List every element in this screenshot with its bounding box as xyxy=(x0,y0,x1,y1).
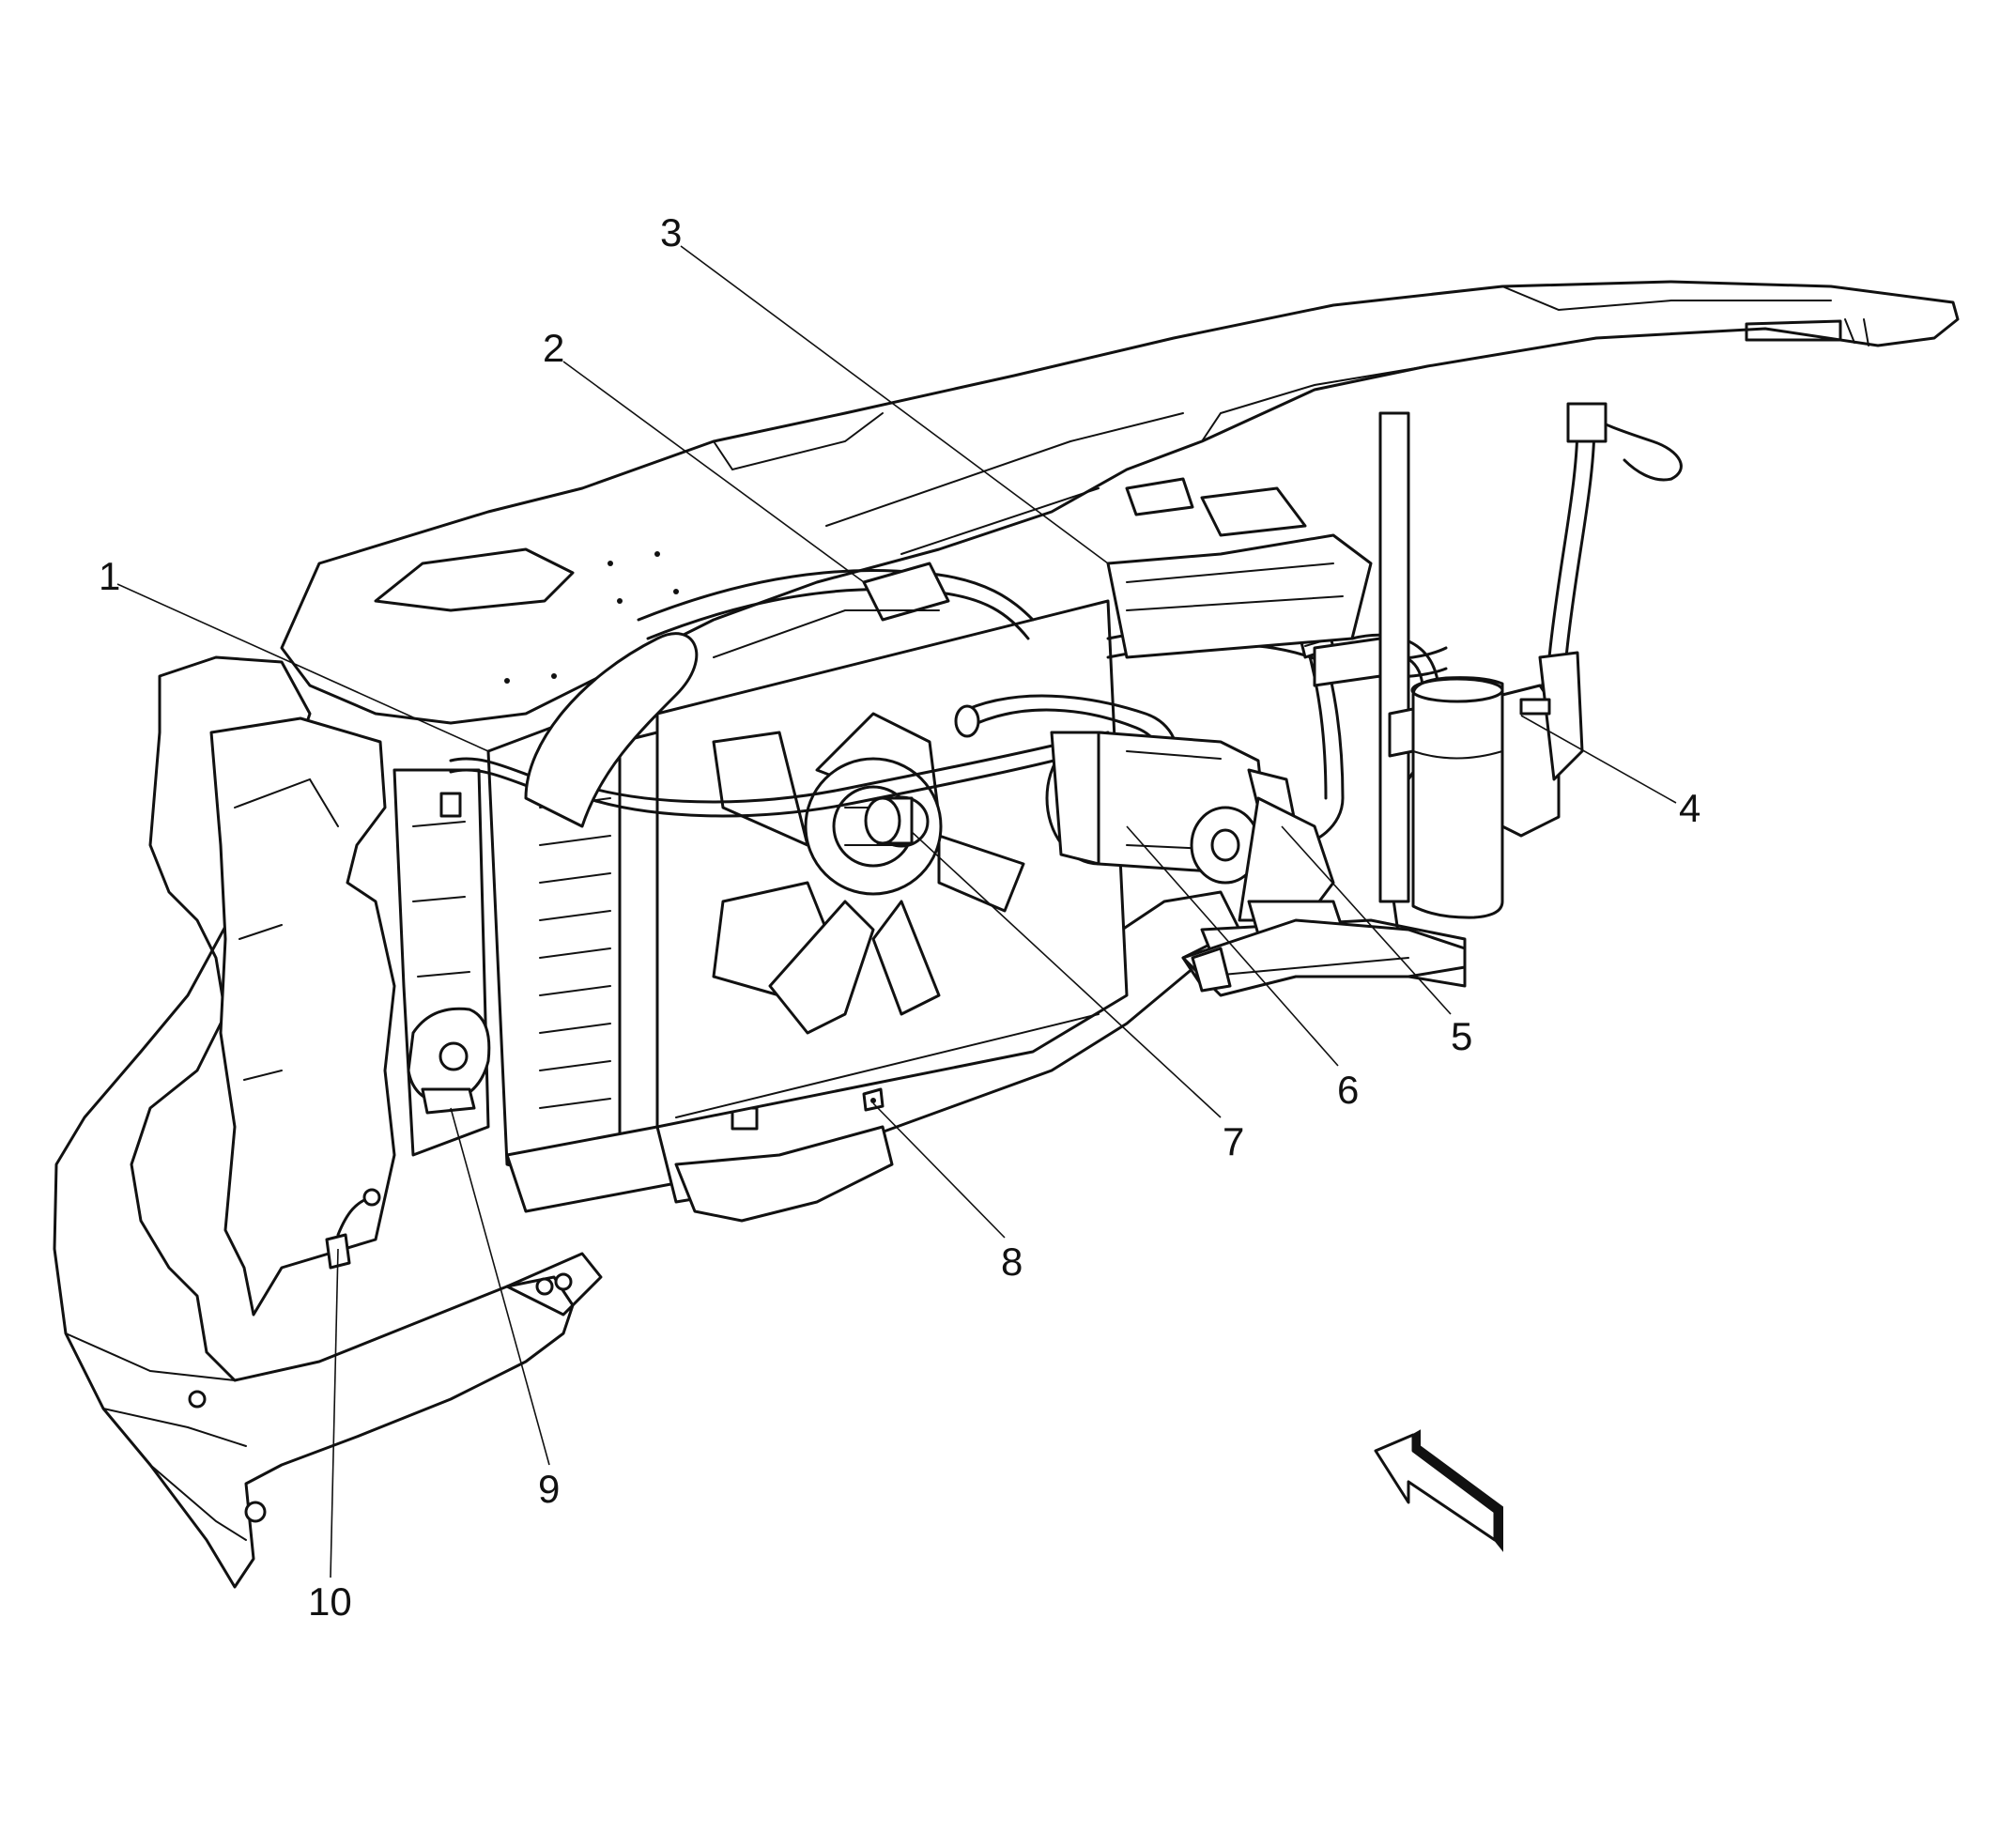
callout-5: 5 xyxy=(1451,1014,1472,1058)
horn xyxy=(407,1007,491,1115)
engine-top xyxy=(713,411,1410,903)
fan-clutch xyxy=(864,795,930,848)
callout-9: 9 xyxy=(538,1467,560,1511)
callout-2: 2 xyxy=(543,326,564,370)
callout-3: 3 xyxy=(660,210,682,254)
callout-10: 10 xyxy=(308,1579,352,1624)
leader-lines xyxy=(116,245,1677,1578)
compressor-mount xyxy=(1238,796,1345,936)
radiator-support-left xyxy=(209,716,490,1317)
frame-bolt xyxy=(862,1087,885,1112)
callout-labels: 1 2 3 4 5 6 7 8 9 10 xyxy=(99,210,1700,1624)
callout-4: 4 xyxy=(1679,786,1700,830)
view-direction-arrow-icon xyxy=(1374,1429,1503,1552)
accumulator xyxy=(1313,637,1584,919)
right-wheelhouse xyxy=(1181,918,1467,997)
callout-7: 7 xyxy=(1223,1119,1244,1163)
callout-8: 8 xyxy=(1001,1240,1023,1284)
callout-1: 1 xyxy=(99,554,120,598)
hood-panel xyxy=(280,280,1960,725)
callout-6: 6 xyxy=(1337,1068,1359,1112)
